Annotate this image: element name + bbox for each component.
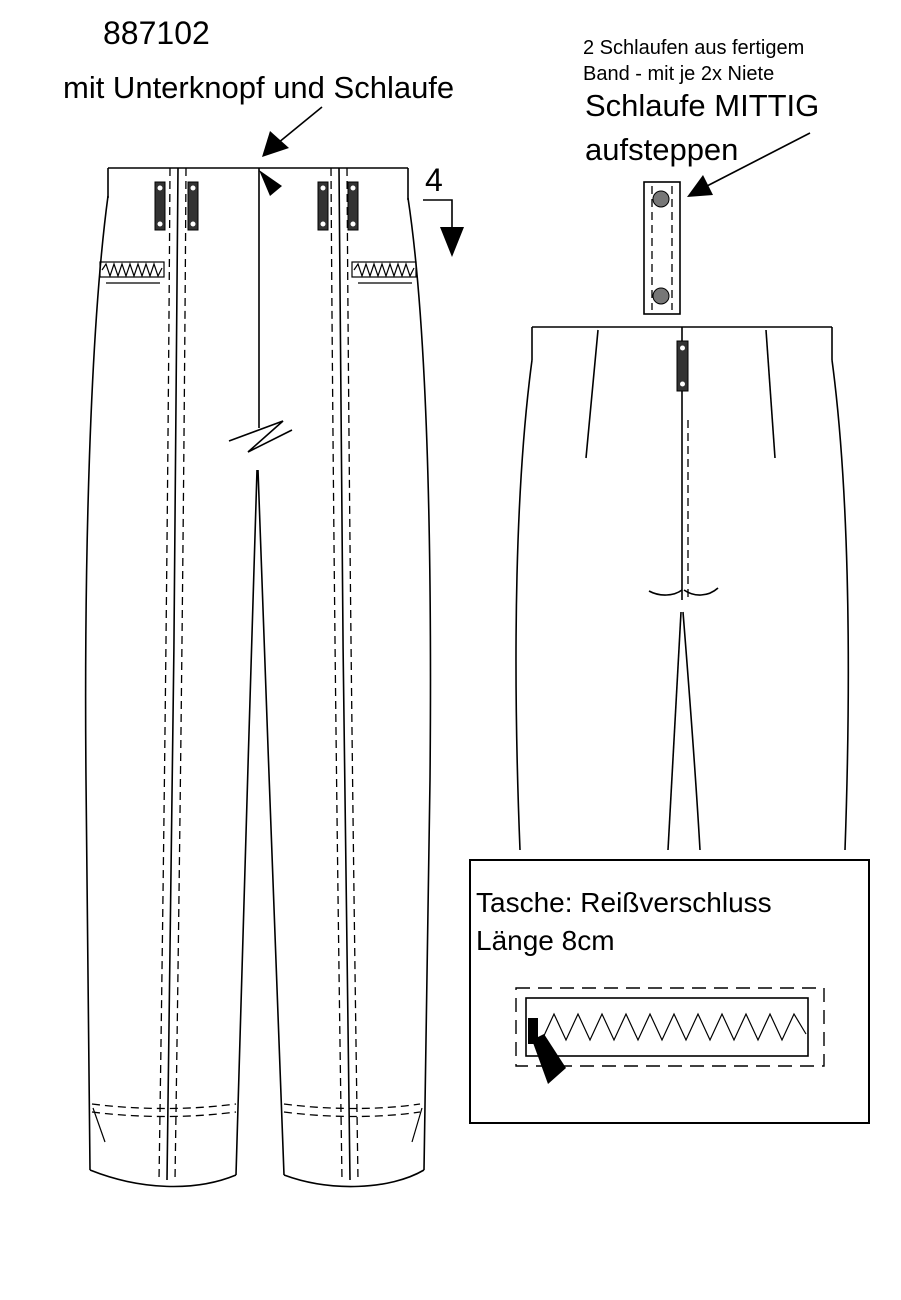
marker-down-arrow bbox=[423, 199, 464, 257]
belt-loop bbox=[154, 181, 166, 231]
front-note: mit Unterknopf und Schlaufe bbox=[63, 70, 454, 105]
front-note-arrow bbox=[262, 106, 323, 157]
marker-number: 4 bbox=[425, 162, 443, 198]
zip-pocket-left bbox=[99, 261, 165, 284]
front-button-pointer bbox=[259, 170, 282, 196]
back-view-trousers bbox=[515, 326, 850, 851]
zipper-stop bbox=[528, 1018, 538, 1044]
pocket-detail-title-2: Länge 8cm bbox=[476, 925, 615, 956]
loop-note-line-1: 2 Schlaufen aus fertigem bbox=[583, 37, 804, 59]
loop-note-line-2: Band - mit je 2x Niete bbox=[583, 63, 774, 85]
loop-note-line-4: aufsteppen bbox=[585, 132, 738, 167]
zipper-teeth bbox=[541, 1012, 807, 1042]
belt-loop bbox=[676, 340, 689, 392]
zip-pocket-right bbox=[351, 261, 417, 284]
pocket-detail-title-1: Tasche: Reißverschluss bbox=[476, 887, 772, 918]
belt-loop bbox=[317, 181, 329, 231]
loop-detail bbox=[643, 181, 681, 315]
article-number: 887102 bbox=[103, 15, 210, 51]
belt-loop bbox=[187, 181, 199, 231]
zipper-pull bbox=[532, 1034, 566, 1084]
rivet bbox=[652, 190, 670, 208]
rivet bbox=[652, 287, 670, 305]
pocket-detail-panel: Tasche: Reißverschluss Länge 8cm bbox=[469, 859, 870, 1124]
belt-loop bbox=[347, 181, 359, 231]
front-view-trousers bbox=[84, 167, 432, 1188]
loop-note-arrow bbox=[687, 132, 811, 197]
loop-note-line-3: Schlaufe MITTIG bbox=[585, 88, 819, 123]
